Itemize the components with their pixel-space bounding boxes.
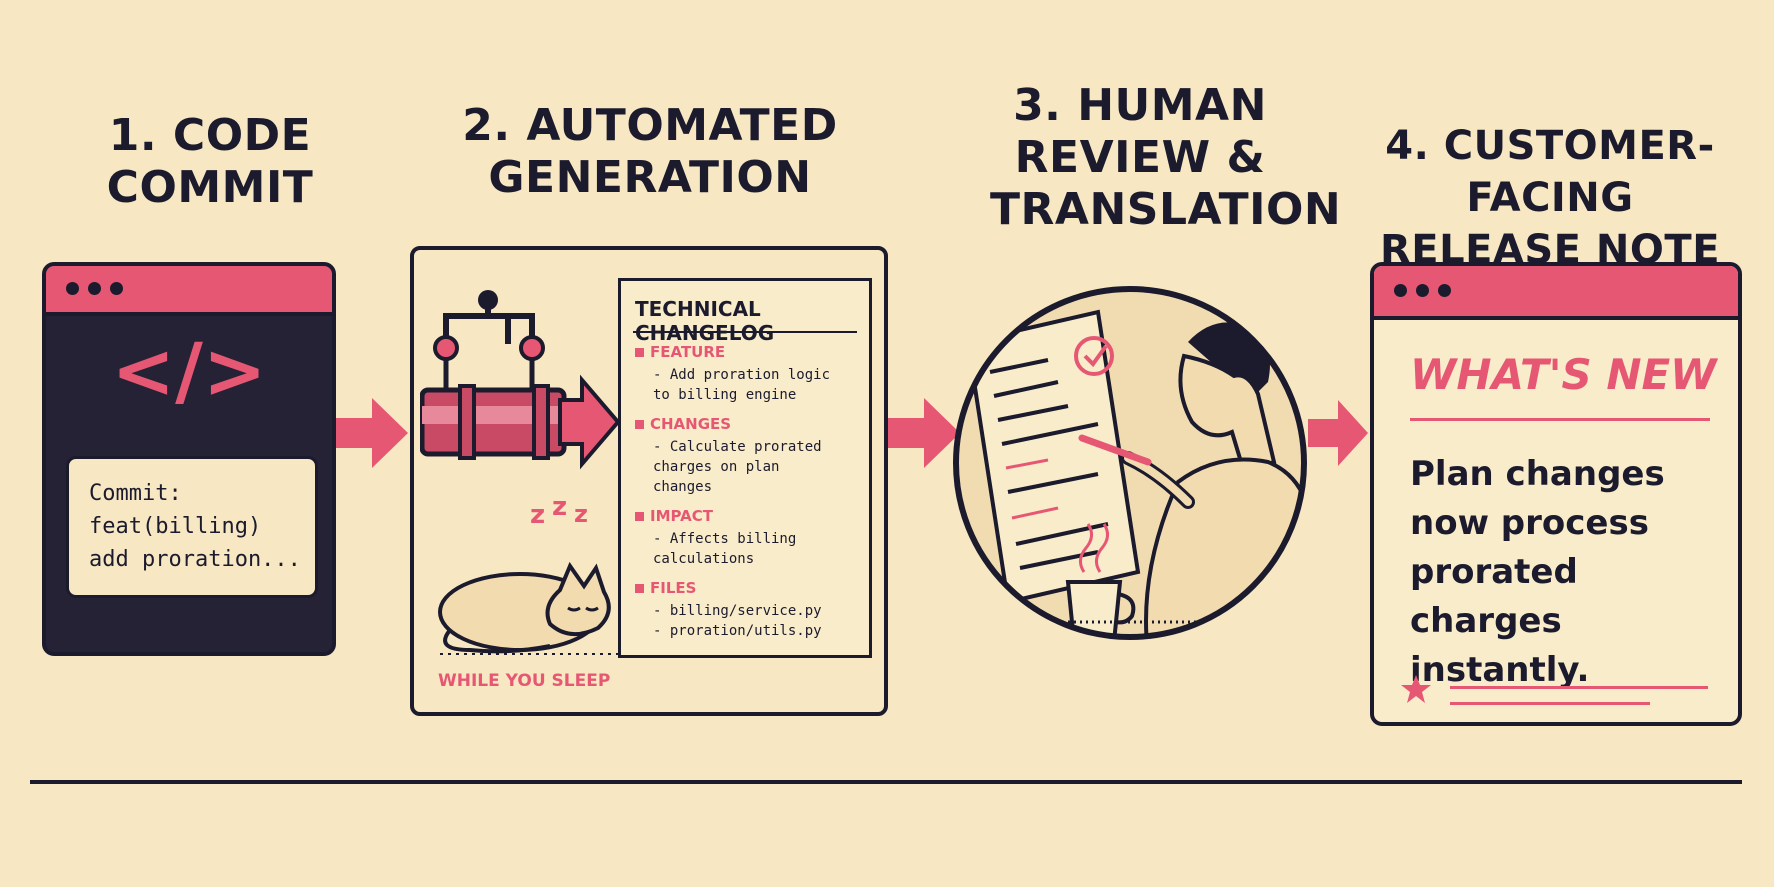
human-review-illustration: [953, 286, 1307, 640]
bullet-square-icon: [635, 584, 644, 593]
bullet-square-icon: [635, 420, 644, 429]
window-dot: [1438, 284, 1451, 297]
step-3-title-line: 3. HUMAN: [1013, 80, 1267, 131]
changelog-section-text: - Calculate prorated charges on plan cha…: [653, 439, 822, 495]
release-note-line: now process: [1410, 503, 1649, 543]
step-2-title: 2. AUTOMATED GENERATION: [430, 100, 870, 204]
changelog-section-text: - Affects billing calculations: [653, 531, 797, 567]
star-icon: [1401, 675, 1431, 703]
zzz-text: z: [552, 492, 568, 522]
arrow-right-icon: [888, 398, 960, 468]
release-note-line: Plan changes: [1410, 454, 1665, 494]
changelog-section-label: FILES: [635, 579, 696, 597]
window-title-bar: [1374, 266, 1738, 320]
release-note-body: Plan changes now process prorated charge…: [1410, 450, 1738, 695]
step-2-title-line: GENERATION: [488, 152, 812, 203]
step-2-title-line: 2. AUTOMATED: [462, 100, 838, 151]
commit-line: Commit:: [89, 481, 182, 506]
step-3-title-line: REVIEW &: [1014, 132, 1266, 183]
code-icon: </>: [111, 326, 267, 415]
code-commit-window: </> Commit: feat(billing) add proration.…: [42, 262, 336, 656]
step-4-title: 4. CUSTOMER-FACING RELEASE NOTE: [1340, 120, 1760, 276]
changelog-section-label: IMPACT: [635, 507, 713, 525]
changelog-section-label: FEATURE: [635, 343, 725, 361]
changelog-section-text: - Add proration logic to billing engine: [653, 367, 831, 403]
pipeline-icon: [420, 290, 620, 470]
commit-message-box: Commit: feat(billing) add proration...: [66, 456, 318, 598]
footer-line: [1450, 702, 1650, 705]
window-dot: [1394, 284, 1407, 297]
arrow-right-icon: [336, 398, 408, 468]
sleeping-cat-icon: [438, 561, 620, 655]
window-dot: [110, 282, 123, 295]
review-document-icon: [965, 309, 1141, 605]
window-dot: [66, 282, 79, 295]
zzz-text: z: [574, 500, 588, 528]
bullet-square-icon: [635, 512, 644, 521]
heading-underline: [1410, 418, 1710, 421]
footer-line: [1450, 686, 1708, 689]
while-you-sleep-label: WHILE YOU SLEEP: [438, 671, 611, 691]
release-note-line: prorated charges: [1410, 552, 1578, 641]
window-title-bar: [46, 266, 332, 316]
release-note-line: instantly.: [1410, 650, 1590, 690]
step-3-title-line: TRANSLATION: [990, 184, 1342, 235]
changelog-section-label: CHANGES: [635, 415, 731, 433]
automated-generation-panel: [410, 246, 888, 716]
window-dot: [1416, 284, 1429, 297]
commit-line: feat(billing): [89, 514, 262, 539]
window-dot: [88, 282, 101, 295]
technical-changelog-card: TECHNICAL CHANGELOG FEATURE - Add prorat…: [618, 278, 872, 658]
step-1-title-line: 1. CODE: [108, 110, 312, 161]
step-3-title: 3. HUMAN REVIEW & TRANSLATION: [990, 80, 1342, 236]
zzz-text: z: [530, 500, 546, 530]
changelog-divider: [633, 331, 857, 333]
step-1-title-line: COMMIT: [106, 162, 314, 213]
step-1-title: 1. CODE COMMIT: [60, 110, 360, 214]
bullet-square-icon: [635, 348, 644, 357]
bottom-divider: [30, 780, 1742, 784]
changelog-title: TECHNICAL CHANGELOG: [635, 297, 775, 345]
whats-new-heading: WHAT'S NEW: [1410, 350, 1717, 399]
changelog-section-text: - billing/service.py - proration/utils.p…: [653, 603, 822, 639]
arrow-right-icon: [1308, 400, 1368, 466]
release-note-window: WHAT'S NEW Plan changes now process pror…: [1370, 262, 1742, 726]
step-4-title-line: 4. CUSTOMER-FACING: [1385, 123, 1715, 221]
commit-line: add proration...: [89, 547, 301, 572]
